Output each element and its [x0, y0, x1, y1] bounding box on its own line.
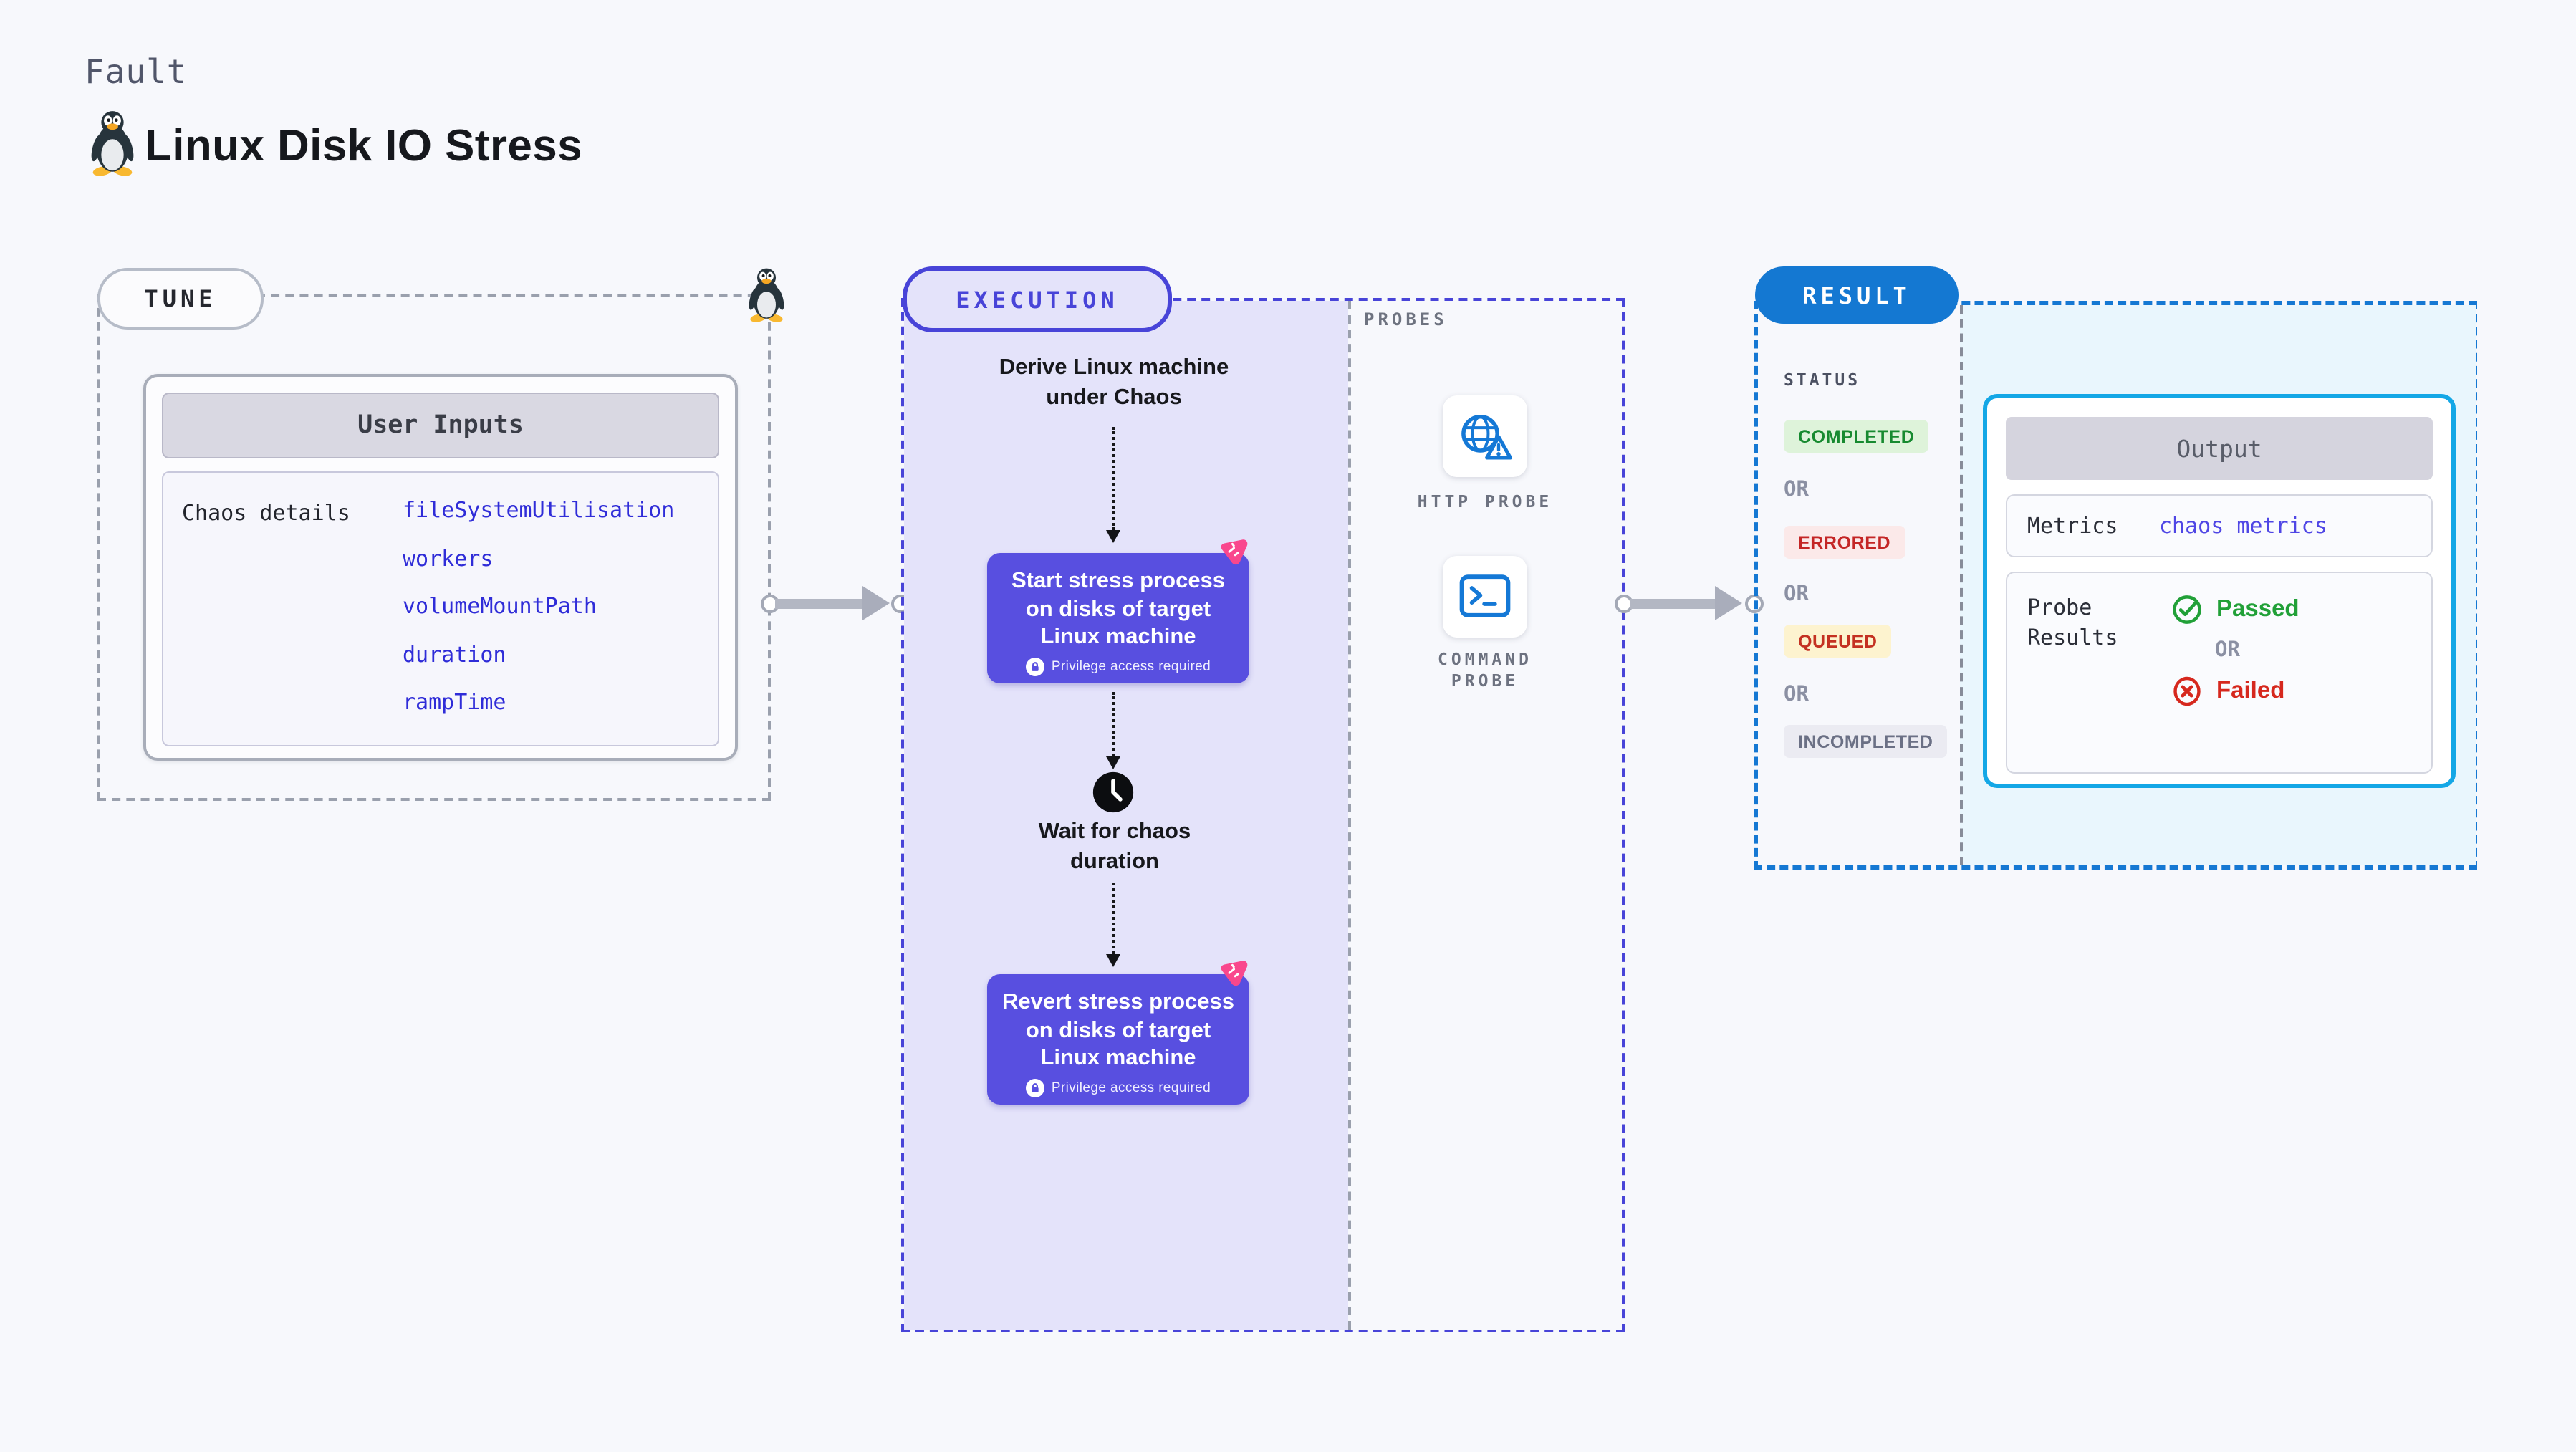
execution-flow-region [903, 300, 1348, 1329]
privilege-note: Privilege access required [1051, 658, 1211, 674]
connector-line [775, 598, 867, 608]
tune-section [97, 294, 771, 801]
connector-arrowhead-icon [862, 586, 890, 620]
execution-section [900, 297, 1624, 1332]
wait-step-text: Wait for chaos duration [1038, 819, 1191, 873]
chaos-input-item: workers [403, 545, 494, 571]
fault-kicker: Fault [85, 54, 188, 92]
or-separator: OR [1784, 479, 1809, 501]
chaos-details-label: Chaos details [182, 500, 350, 526]
result-pill: RESULT [1755, 266, 1959, 324]
failed-label: Failed [2216, 678, 2285, 703]
or-separator: OR [1784, 683, 1809, 706]
or-separator: OR [2215, 639, 2240, 662]
connector-arrowhead-icon [1715, 586, 1742, 620]
probe-results-values: Passed OR Failed [2171, 593, 2299, 752]
x-circle-icon [2173, 676, 2201, 706]
connector-line [1630, 598, 1719, 608]
metrics-value: chaos metrics [2159, 513, 2327, 539]
chaos-input-item: duration [403, 641, 506, 667]
chaos-badge-icon [1221, 961, 1248, 986]
privilege-note: Privilege access required [1051, 1080, 1211, 1095]
status-badge-completed: COMPLETED [1784, 420, 1929, 453]
linux-tux-corner-icon [748, 264, 785, 325]
passed-label: Passed [2216, 596, 2299, 622]
status-badge-incompleted: INCOMPLETED [1784, 725, 1948, 758]
flow-arrowhead-icon [1105, 954, 1120, 967]
command-probe-card [1442, 555, 1527, 637]
execution-probes-divider [1348, 300, 1351, 1329]
chaos-badge-icon [1221, 539, 1248, 565]
linux-tux-icon [89, 109, 136, 176]
chaos-input-item: fileSystemUtilisation [403, 497, 675, 523]
flow-dotted-line [1111, 427, 1114, 530]
flow-dotted-line [1111, 692, 1114, 756]
check-circle-icon [2173, 595, 2201, 624]
flow-arrowhead-icon [1105, 530, 1120, 543]
clock-icon [1092, 771, 1134, 813]
privilege-row: Privilege access required [987, 657, 1249, 675]
revert-stress-node: Revert stress process on disks of target… [987, 974, 1249, 1105]
start-stress-text: Start stress process on disks of target … [1011, 569, 1226, 649]
chaos-input-item: rampTime [403, 689, 506, 715]
execution-pill: EXECUTION [903, 266, 1172, 332]
connector-dot [1615, 594, 1633, 612]
output-title: Output [2006, 417, 2433, 480]
failed-line: Failed [2171, 675, 2299, 708]
passed-line: Passed [2171, 593, 2299, 626]
or-separator: OR [1784, 583, 1809, 606]
command-probe-label: COMMAND PROBE [1438, 649, 1532, 690]
derive-step-text: Derive Linux machine under Chaos [999, 355, 1229, 409]
probes-heading: PROBES [1364, 309, 1448, 330]
output-card: Output Metrics chaos metrics Probe Resul… [1983, 394, 2456, 788]
probe-results-row: Probe Results Passed OR Failed [2006, 572, 2433, 774]
privilege-row: Privilege access required [987, 1078, 1249, 1097]
user-inputs-title: User Inputs [162, 393, 719, 458]
globe-alert-icon [1461, 415, 1512, 460]
status-heading: STATUS [1784, 370, 1861, 390]
http-probe-label: HTTP PROBE [1417, 491, 1553, 511]
chaos-input-list: fileSystemUtilisation workers volumeMoun… [403, 497, 675, 715]
metrics-label: Metrics [2027, 513, 2118, 539]
page-title: Linux Disk IO Stress [145, 120, 582, 170]
status-badge-errored: ERRORED [1784, 526, 1905, 559]
chaos-input-item: volumeMountPath [403, 593, 597, 619]
probe-results-label: Probe Results [2027, 595, 2118, 650]
metrics-row: Metrics chaos metrics [2006, 494, 2433, 557]
lock-icon [1025, 1078, 1044, 1097]
start-stress-node: Start stress process on disks of target … [987, 553, 1249, 683]
user-inputs-table [162, 471, 719, 746]
revert-stress-text: Revert stress process on disks of target… [1002, 990, 1234, 1070]
status-badge-queued: QUEUED [1784, 625, 1892, 658]
result-divider [1960, 304, 1963, 865]
terminal-icon [1458, 574, 1510, 617]
tune-pill: TUNE [97, 268, 264, 330]
flow-arrowhead-icon [1105, 756, 1120, 769]
http-probe-card [1442, 395, 1527, 477]
flow-dotted-line [1111, 883, 1114, 954]
lock-icon [1025, 657, 1044, 675]
